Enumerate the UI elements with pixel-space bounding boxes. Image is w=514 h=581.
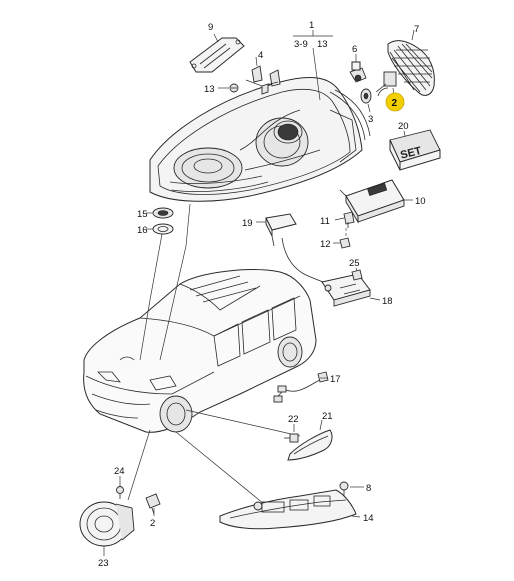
- callout-2-highlight[interactable]: 2: [385, 92, 405, 112]
- callout-2: 2: [392, 98, 398, 109]
- part-8-ring[interactable]: [152, 207, 174, 219]
- part-16-set-box[interactable]: SET: [389, 129, 441, 171]
- part-22-fog-lamp[interactable]: [79, 501, 135, 547]
- part-4-screws[interactable]: [245, 65, 281, 95]
- callout-14: 18: [382, 296, 393, 307]
- part-23-bulb[interactable]: [145, 493, 161, 515]
- callout-12: 12: [320, 239, 331, 250]
- part-15-actuator[interactable]: [265, 213, 297, 247]
- part-20-wiring[interactable]: [273, 371, 329, 403]
- set-label: SET: [399, 145, 423, 162]
- part-6-cover[interactable]: [387, 40, 435, 96]
- callout-21: 22: [288, 414, 299, 425]
- part-9-ring[interactable]: [152, 223, 174, 235]
- headlamp-assembly[interactable]: [149, 76, 371, 202]
- callout-5: 6: [352, 44, 357, 55]
- part-21-bulb[interactable]: [284, 433, 299, 443]
- callout-7: 9: [208, 22, 213, 33]
- callout-15: 19: [242, 218, 253, 229]
- part-3-cap[interactable]: [360, 88, 372, 104]
- part-5-bulb[interactable]: [349, 61, 367, 83]
- callout-11: 11: [320, 216, 330, 227]
- callout-16: 20: [398, 121, 409, 132]
- part-2-connector[interactable]: [375, 71, 397, 97]
- part-7-bracket[interactable]: [189, 37, 245, 73]
- part-17-lower-lamp[interactable]: [219, 489, 357, 530]
- part-12-nut[interactable]: [339, 237, 351, 249]
- callout-6: 7: [414, 24, 419, 35]
- callout-8: 15: [137, 209, 148, 220]
- callout-1-group: 1 3-9 13: [293, 20, 333, 101]
- callout-25: 25: [349, 258, 360, 269]
- callout-3: 3: [368, 114, 373, 125]
- callout-10: 10: [415, 196, 426, 207]
- part-25-clip[interactable]: [351, 269, 363, 281]
- callout-24: 24: [114, 466, 125, 477]
- callout-22: 23: [98, 558, 109, 569]
- callout-20: 17: [330, 374, 341, 385]
- callout-9: 16: [137, 225, 148, 236]
- callout-4: 4: [258, 50, 263, 61]
- part-14-harness[interactable]: [281, 237, 371, 307]
- callout-19: 21: [322, 411, 333, 422]
- callout-3-9: 3-9: [294, 39, 308, 50]
- callout-23: 2: [150, 518, 155, 529]
- part-11-screw[interactable]: [343, 211, 355, 228]
- part-19-side-marker[interactable]: [287, 429, 333, 461]
- part-13-screw[interactable]: [229, 83, 239, 93]
- part-24-screw[interactable]: [116, 486, 124, 500]
- part-18-screw[interactable]: [339, 481, 349, 496]
- part-10-module[interactable]: [339, 179, 405, 224]
- callout-17: 14: [363, 513, 374, 524]
- vehicle-illustration: [83, 269, 317, 433]
- callout-13-left: 13: [204, 84, 215, 95]
- callout-18: 8: [366, 483, 371, 494]
- callout-1: 1: [309, 20, 314, 31]
- callout-13-top: 13: [317, 39, 328, 50]
